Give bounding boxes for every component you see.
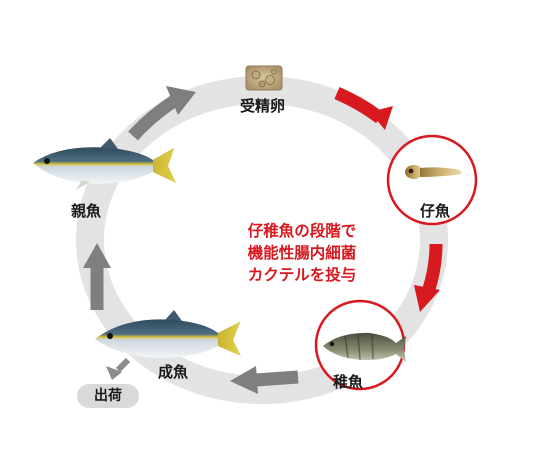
egg-mass-image (245, 65, 283, 91)
stage-label-larva: 仔魚 (420, 202, 451, 220)
shipping-pill: 出荷 (77, 384, 139, 408)
juvenile-fish-image (314, 299, 406, 391)
arrow-adult-to-shipping (106, 357, 131, 380)
arrow-egg-to-larva (334, 87, 393, 130)
stage-label-parent-fish: 親魚 (71, 202, 102, 220)
stage-label-fertilized-egg: 受精卵 (240, 97, 286, 115)
center-note: 仔稚魚の段階で 機能性腸内細菌 カクテルを投与 (222, 220, 382, 286)
larva-image (386, 134, 478, 226)
arrow-larva-to-juvenile (414, 243, 443, 312)
stage-label-juvenile: 稚魚 (333, 373, 364, 391)
stage-label-adult: 成魚 (158, 363, 189, 381)
arrow-parent-to-egg (128, 86, 196, 141)
arrow-adult-to-parent (83, 243, 111, 310)
center-note-line-1: 仔稚魚の段階で (247, 222, 357, 240)
parent-yellowtail-image (33, 138, 176, 190)
center-note-line-3: カクテルを投与 (247, 266, 357, 284)
arrow-juvenile-to-adult (230, 366, 299, 394)
center-note-line-2: 機能性腸内細菌 (247, 244, 357, 262)
shipping-label: 出荷 (94, 388, 122, 404)
adult-yellowtail-image (95, 310, 241, 358)
